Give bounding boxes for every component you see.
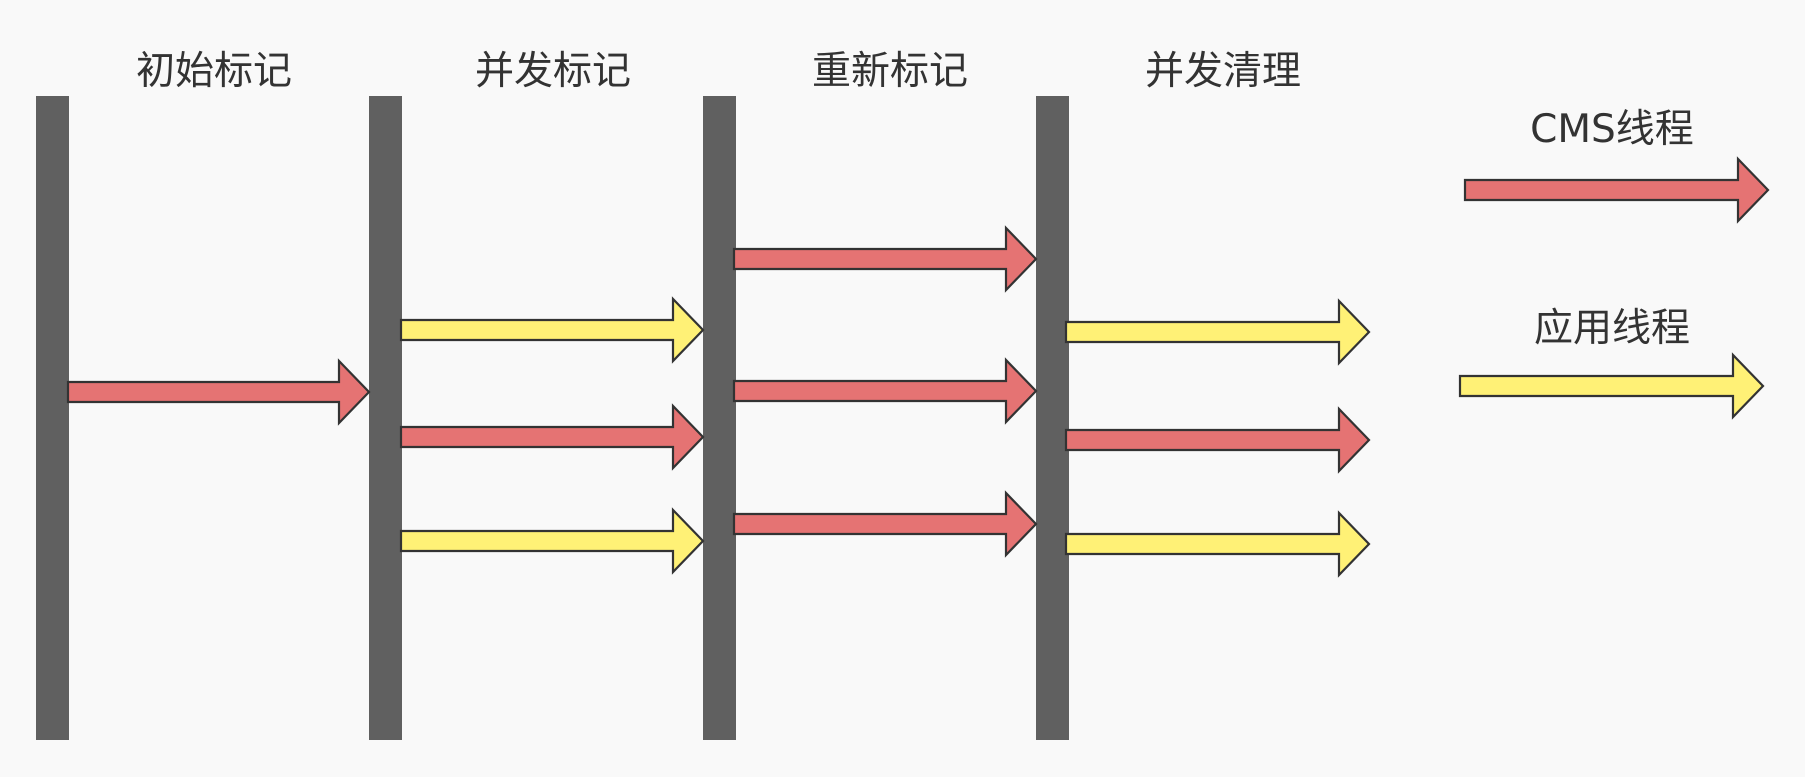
cms-thread-arrow-phase4-2	[1064, 406, 1371, 474]
legend-label-app-thread: 应用线程	[1534, 306, 1690, 351]
thread-arrows	[66, 225, 1371, 578]
legend-app-arrow	[1458, 352, 1765, 420]
app-thread-arrow-phase2-1	[399, 296, 705, 364]
phase-bar-1	[36, 96, 69, 740]
phase-label-initial-mark: 初始标记	[136, 49, 292, 94]
phase-label-remark: 重新标记	[812, 49, 968, 94]
legend: CMS线程 应用线程	[1458, 107, 1770, 420]
cms-thread-arrow-phase3-1	[732, 225, 1038, 293]
phase-bar-4	[1036, 96, 1069, 740]
app-thread-arrow-phase4-1	[1064, 298, 1371, 366]
app-thread-arrow-phase4-3	[1064, 510, 1371, 578]
cms-thread-arrow-phase1-1	[66, 358, 371, 426]
phase-label-concurrent-sweep: 并发清理	[1145, 49, 1301, 94]
cms-thread-arrow-phase3-2	[732, 357, 1038, 425]
phase-label-concurrent-mark: 并发标记	[475, 49, 631, 94]
phase-bar-2	[369, 96, 402, 740]
phase-bars	[36, 96, 1069, 740]
phase-bar-3	[703, 96, 736, 740]
app-thread-arrow-phase2-3	[399, 507, 705, 575]
legend-label-cms-thread: CMS线程	[1530, 107, 1694, 152]
cms-thread-arrow-phase3-3	[732, 490, 1038, 558]
cms-thread-arrow-phase2-2	[399, 403, 705, 471]
legend-cms-arrow	[1463, 156, 1770, 224]
phase-labels: 初始标记 并发标记 重新标记 并发清理	[136, 49, 1301, 94]
